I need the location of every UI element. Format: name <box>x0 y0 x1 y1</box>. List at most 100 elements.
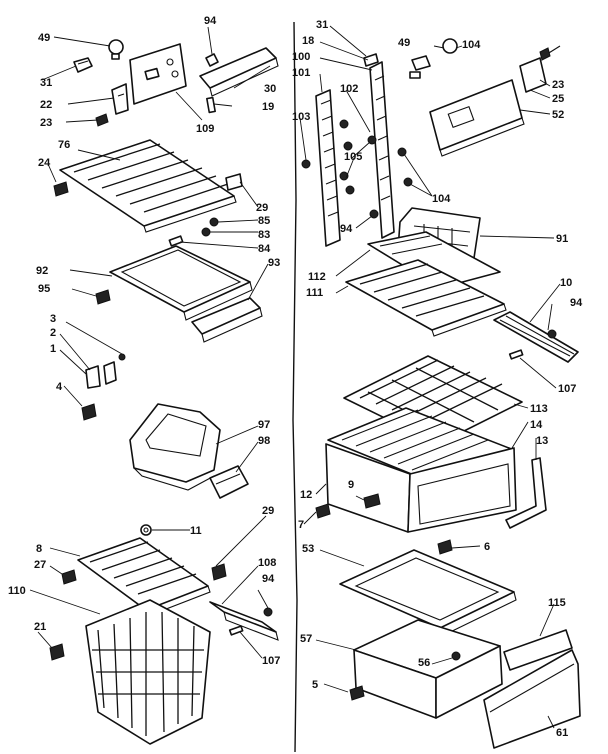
callout-97: 97 <box>258 419 270 431</box>
callout-4: 4 <box>56 381 63 393</box>
callout-r56: 56 <box>418 657 430 669</box>
callout-m104: 104 <box>432 193 451 205</box>
callout-85: 85 <box>258 215 270 227</box>
callout-94: 94 <box>204 15 217 27</box>
bracket-left <box>111 83 129 115</box>
vertical-rail-100 <box>369 61 395 239</box>
callout-1: 1 <box>50 343 56 355</box>
upper-shelf-76 <box>59 139 237 233</box>
trim-115 <box>503 629 573 671</box>
callout-m31: 31 <box>316 19 328 31</box>
callout-29b: 29 <box>262 505 274 517</box>
control-housing-left <box>129 43 187 105</box>
clip-56 <box>451 651 461 661</box>
callout-92: 92 <box>36 265 48 277</box>
screw-23-left <box>95 113 109 127</box>
control-cover-52 <box>429 79 525 157</box>
callout-m111: 111 <box>306 287 323 299</box>
callout-r9: 9 <box>348 479 354 491</box>
callout-r25: 25 <box>552 93 564 105</box>
callout-r104: 104 <box>462 39 481 51</box>
vertical-rail-101 <box>315 89 341 247</box>
callout-24: 24 <box>38 157 51 169</box>
callout-110: 110 <box>8 585 26 597</box>
callout-r23: 23 <box>552 79 564 91</box>
callout-r5: 5 <box>312 679 318 691</box>
clip-7 <box>315 503 331 519</box>
fasteners-85-84 <box>168 217 219 247</box>
light-shield-left <box>199 47 279 97</box>
callout-r107: 107 <box>558 383 576 395</box>
callout-83: 83 <box>258 229 270 241</box>
bin-trim-98 <box>209 465 249 499</box>
callout-r6: 6 <box>484 541 490 553</box>
crisper-drawer <box>325 443 517 533</box>
callout-m102: 102 <box>340 83 358 95</box>
callout-m112: 112 <box>308 271 326 283</box>
screw-103 <box>301 159 311 169</box>
shelf-support-27 <box>61 569 77 585</box>
shelf-support-24 <box>53 181 69 197</box>
callout-93: 93 <box>268 257 280 269</box>
shelf-support-29-top <box>225 173 243 191</box>
shelf-support-29-low <box>211 563 227 581</box>
callout-m100: 100 <box>292 51 310 63</box>
callout-r49: 49 <box>398 37 410 49</box>
light-socket-left <box>73 57 93 73</box>
light-bulb-right <box>442 38 458 54</box>
callout-107b: 107 <box>262 655 280 667</box>
trim-10 <box>493 311 579 363</box>
callout-27: 27 <box>34 559 46 571</box>
screw-107-left <box>228 625 244 636</box>
callout-r113: 113 <box>530 403 548 415</box>
callout-r115: 115 <box>548 597 566 609</box>
callout-11: 11 <box>190 525 202 537</box>
clip-5 <box>349 685 365 701</box>
callout-84: 84 <box>258 243 271 255</box>
callout-r61: 61 <box>556 727 568 739</box>
callout-49: 49 <box>38 32 50 44</box>
callout-r94: 94 <box>570 297 583 309</box>
callout-22: 22 <box>40 99 52 111</box>
trim-61 <box>483 649 581 749</box>
clip-9 <box>363 493 381 509</box>
clip-11 <box>140 524 152 536</box>
callout-m101: 101 <box>292 67 310 79</box>
callout-29: 29 <box>256 202 268 214</box>
callout-108: 108 <box>258 557 276 569</box>
shelf-111 <box>345 259 507 337</box>
callout-r12: 12 <box>300 489 312 501</box>
callout-23: 23 <box>40 117 52 129</box>
clip-4 <box>81 403 97 421</box>
callout-m103: 103 <box>292 111 310 123</box>
divider-13 <box>505 457 547 529</box>
callout-r10: 10 <box>560 277 572 289</box>
screws-104-mid <box>397 147 413 187</box>
shelf-support-95 <box>95 289 111 305</box>
wire-clip-23-25 <box>519 45 561 93</box>
light-bulb-left <box>108 39 124 60</box>
callout-76: 76 <box>58 139 70 151</box>
clip-21 <box>49 643 65 661</box>
pan-57 <box>353 619 503 719</box>
callout-m105: 105 <box>344 151 362 163</box>
callout-31: 31 <box>40 77 52 89</box>
callout-2: 2 <box>50 327 56 339</box>
callout-3: 3 <box>50 313 56 325</box>
screw-31-18 <box>363 53 379 67</box>
callout-r14: 14 <box>530 419 543 431</box>
pan-cover-53 <box>339 549 517 637</box>
screws-105 <box>339 119 377 195</box>
shelf-92 <box>109 245 253 321</box>
screw-107-right <box>508 349 524 360</box>
bin-97 <box>129 403 221 491</box>
small-parts-1-2-3 <box>85 353 126 389</box>
callout-109: 109 <box>196 123 214 135</box>
callout-19: 19 <box>262 101 274 113</box>
pin-19-left <box>206 96 216 114</box>
basket-110 <box>85 599 211 745</box>
callout-94b: 94 <box>262 573 275 585</box>
callout-m94: 94 <box>340 223 353 235</box>
